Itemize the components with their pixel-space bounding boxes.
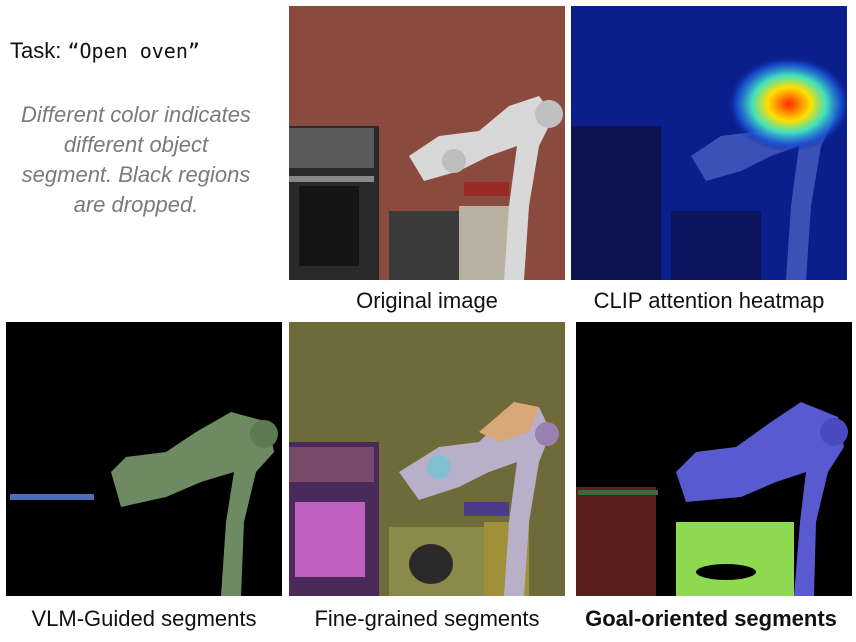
legend-note: Different color indicates different obje… [21, 102, 251, 217]
clip-heatmap-panel [571, 6, 847, 280]
original-image-panel [289, 6, 565, 280]
caption-goal: Goal-oriented segments [585, 606, 837, 631]
task-label: Task: “Open oven” [10, 38, 200, 64]
task-command: “Open oven” [67, 39, 200, 63]
caption-vlm: VLM-Guided segments [31, 606, 257, 631]
vlm-segments-panel [6, 322, 282, 596]
caption-clip: CLIP attention heatmap [593, 288, 825, 313]
fine-segments-panel [289, 322, 565, 596]
goal-segments-panel [576, 322, 852, 596]
task-prefix: Task: [10, 38, 68, 63]
caption-original: Original image [356, 288, 498, 313]
caption-fine: Fine-grained segments [314, 606, 540, 631]
